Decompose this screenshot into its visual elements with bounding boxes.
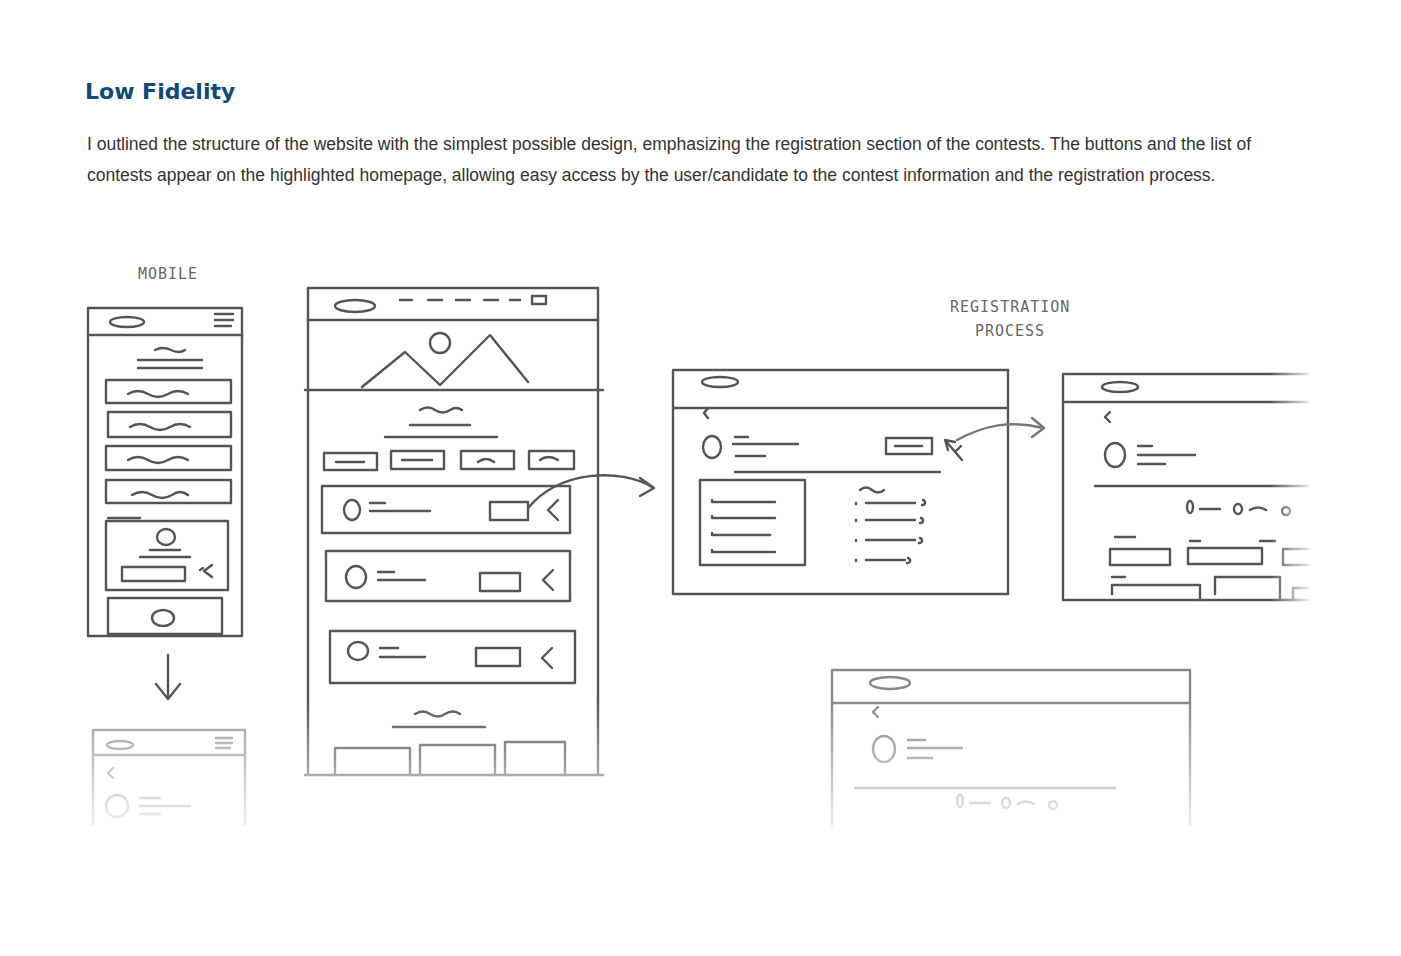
body-paragraph: I outlined the structure of the website … (87, 129, 1287, 191)
registration-wireframe (673, 370, 1044, 594)
sketch-label: REGISTRATION PROCESS (950, 295, 1070, 343)
sketch-label: MOBILE (88, 262, 248, 286)
page-title: Low Fidelity (85, 79, 235, 104)
